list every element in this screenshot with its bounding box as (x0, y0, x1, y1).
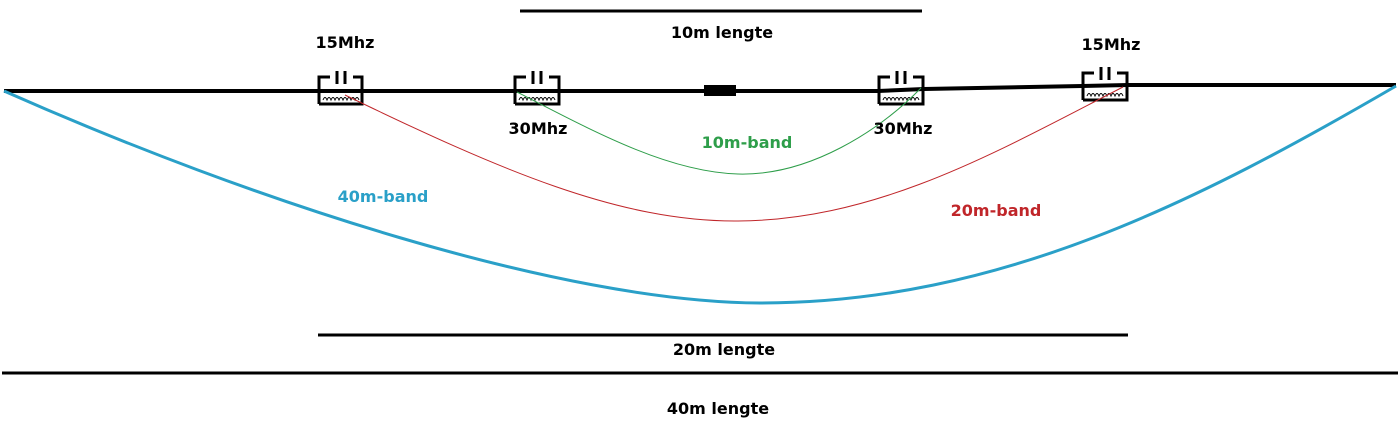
label-40m-band: 40m-band (338, 187, 429, 206)
label-trap-15mhz-right: 15Mhz (1082, 35, 1141, 54)
curve-20m-band (344, 86, 1124, 222)
curve-40m-band (3, 84, 1397, 305)
feed-point (704, 85, 736, 96)
curve-10m-band (516, 87, 922, 175)
trap-30mhz-right (877, 71, 925, 106)
trap-30mhz-left (513, 71, 561, 106)
trap-15mhz-right (1081, 67, 1129, 102)
label-10m-lengte: 10m lengte (671, 23, 773, 42)
antenna-wire (4, 83, 1396, 93)
label-20m-band: 20m-band (951, 201, 1042, 220)
label-trap-15mhz-left: 15Mhz (316, 33, 375, 52)
label-trap-30mhz-right: 30Mhz (874, 119, 933, 138)
label-10m-band: 10m-band (702, 133, 793, 152)
label-40m-lengte: 40m lengte (667, 399, 769, 418)
label-trap-30mhz-left: 30Mhz (509, 119, 568, 138)
label-20m-lengte: 20m lengte (673, 340, 775, 359)
trap-15mhz-left (317, 71, 364, 106)
